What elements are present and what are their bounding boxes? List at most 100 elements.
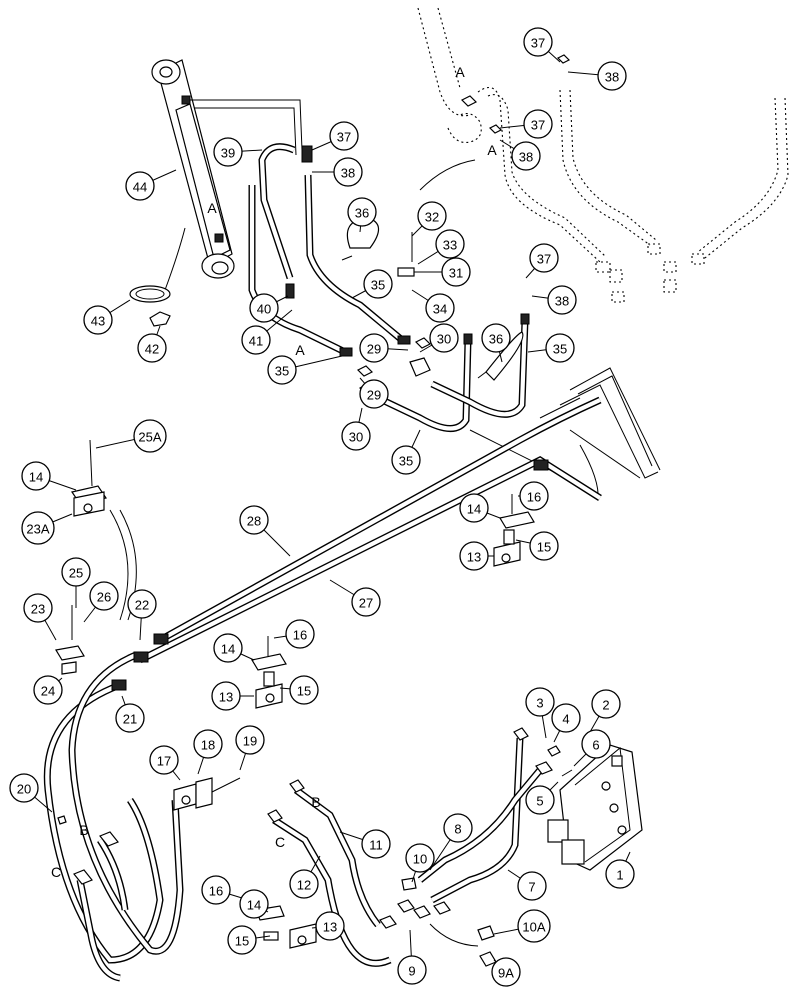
callout-label: 15 (537, 540, 551, 555)
callout-label: 16 (209, 884, 223, 899)
callout-circle (519, 481, 549, 511)
callout-label: 11 (369, 838, 383, 853)
part-callout: 38 (511, 141, 541, 171)
callout-circle (235, 725, 265, 755)
callout-label: 30 (437, 332, 451, 347)
part-callout: 8 (443, 813, 473, 843)
part-callout: 43 (83, 305, 113, 335)
part-callout: 3 (525, 687, 555, 717)
callout-circle (359, 379, 389, 409)
part-callout: 16 (519, 481, 549, 511)
callout-circle (285, 619, 315, 649)
callout-circle (239, 889, 269, 919)
callout-label: 37 (537, 252, 551, 267)
callout-label: 28 (247, 514, 261, 529)
part-callout: 9A (491, 957, 521, 987)
callout-circle (115, 703, 145, 733)
part-callout: 14 (459, 493, 489, 523)
callout-label: 33 (443, 238, 457, 253)
callout-circle (239, 505, 269, 535)
callout-label: 38 (555, 294, 569, 309)
callout-circle (361, 829, 391, 859)
callout-label: 9A (498, 966, 514, 981)
callout-circle (397, 955, 427, 985)
part-callout: 41 (241, 325, 271, 355)
callout-label: 19 (243, 734, 257, 749)
callout-circle (417, 201, 447, 231)
part-callout: 37 (523, 27, 553, 57)
callout-circle (529, 243, 559, 273)
callout-label: 16 (527, 490, 541, 505)
callout-label: 3 (536, 696, 543, 711)
part-callout: 27 (351, 587, 381, 617)
callout-circle (545, 333, 575, 363)
callout-circle (289, 675, 319, 705)
callout-circle (333, 157, 363, 187)
callout-label: 40 (257, 302, 271, 317)
callout-label: 35 (275, 364, 289, 379)
part-callout: 7 (517, 871, 547, 901)
callout-label: 36 (355, 206, 369, 221)
callout-circle (211, 681, 241, 711)
callout-circle (83, 305, 113, 335)
part-callout: 28 (239, 505, 269, 535)
callout-circle (201, 875, 231, 905)
callout-label: 29 (367, 342, 381, 357)
callout-circle (315, 911, 345, 941)
callout-label: 9 (408, 964, 415, 979)
callout-label: 39 (221, 146, 235, 161)
part-callout: 17 (149, 745, 179, 775)
callout-circle (133, 419, 167, 453)
callout-label: 16 (293, 628, 307, 643)
callout-circle (517, 871, 547, 901)
part-callout: 2 (591, 689, 621, 719)
callout-circle (125, 171, 155, 201)
callout-circle (405, 843, 435, 873)
callout-label: 29 (367, 388, 381, 403)
ref-letter: A (295, 342, 305, 358)
callout-label: 13 (323, 920, 337, 935)
part-callout: 19 (235, 725, 265, 755)
callout-circle (23, 593, 53, 623)
callout-label: 24 (41, 684, 55, 699)
lower-hoses (267, 727, 553, 967)
part-callout: 35 (267, 355, 297, 385)
callout-circle (525, 785, 555, 815)
ref-letter: A (207, 200, 217, 216)
fittings (397, 877, 497, 967)
callout-circle (127, 589, 157, 619)
callout-circle (193, 729, 223, 759)
lift-cylinder (151, 59, 312, 291)
callout-label: 37 (531, 118, 545, 133)
callout-label: 10 (413, 852, 427, 867)
callout-circle (89, 581, 119, 611)
callout-circle (9, 773, 39, 803)
callout-label: 38 (605, 70, 619, 85)
callout-label: 20 (17, 782, 31, 797)
part-callout: 37 (529, 243, 559, 273)
part-callout: 14 (239, 889, 269, 919)
callout-circle (347, 197, 377, 227)
part-callout: 15 (529, 531, 559, 561)
callout-label: 35 (371, 278, 385, 293)
callout-circle (441, 257, 471, 287)
callout-label: 43 (91, 314, 105, 329)
part-callout: 10 (405, 843, 435, 873)
part-callout: 35 (363, 269, 393, 299)
callout-label: 14 (247, 898, 261, 913)
callout-circle (425, 293, 455, 323)
part-callout: 12 (289, 869, 319, 899)
part-callout: 16 (285, 619, 315, 649)
part-callout: 13 (211, 681, 241, 711)
callout-circle (511, 141, 541, 171)
part-callout: 9 (397, 955, 427, 985)
part-callout: 42 (137, 333, 167, 363)
part-callout: 29 (359, 379, 389, 409)
part-callout: 38 (547, 285, 577, 315)
callout-circle (289, 869, 319, 899)
callout-circle (547, 285, 577, 315)
ref-letter: C (51, 864, 61, 880)
part-callout: 14 (21, 461, 51, 491)
callout-label: 5 (536, 794, 543, 809)
